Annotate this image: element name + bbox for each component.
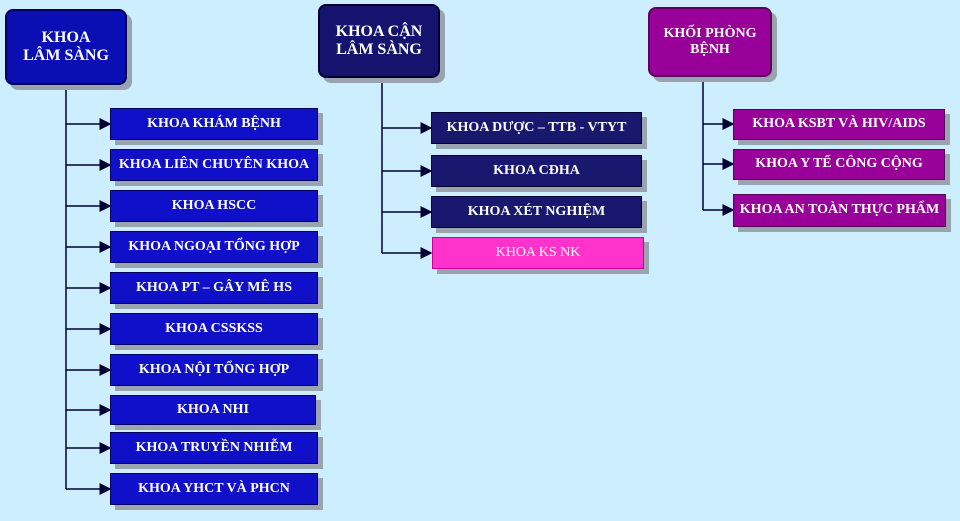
- dept-truyen-nhiem: KHOA TRUYỀN NHIỄM: [110, 432, 318, 464]
- dept-duoc-ttb-vtyt: KHOA DƯỢC – TTB - VTYT: [431, 112, 642, 144]
- dept-ksbt-hiv-aids: KHOA KSBT VÀ HIV/AIDS: [733, 109, 945, 140]
- dept-hscc: KHOA HSCC: [110, 190, 318, 222]
- dept-ks-nk: KHOA KS NK: [432, 237, 644, 269]
- head-prevention: KHỐI PHÒNG BỆNH: [648, 7, 772, 77]
- dept-noi-tong-hop: KHOA NỘI TỔNG HỢP: [110, 354, 318, 386]
- dept-y-te-cong-cong: KHOA Y TẾ CÔNG CỘNG: [733, 149, 945, 180]
- dept-csskss: KHOA CSSKSS: [110, 313, 318, 345]
- dept-an-toan-thuc-pham: KHOA AN TOÀN THỰC PHẨM: [733, 194, 946, 227]
- head-paraclinical: KHOA CẬN LÂM SÀNG: [318, 4, 440, 78]
- dept-yhct-phcn: KHOA YHCT VÀ PHCN: [110, 473, 318, 505]
- dept-ngoai-tong-hop: KHOA NGOẠI TỔNG HỢP: [110, 231, 318, 263]
- dept-cdha: KHOA CĐHA: [431, 155, 642, 187]
- dept-pt-gay-me: KHOA PT – GÂY MÊ HS: [110, 272, 318, 304]
- dept-lien-chuyen-khoa: KHOA LIÊN CHUYÊN KHOA: [110, 149, 318, 181]
- dept-kham-benh: KHOA KHÁM BỆNH: [110, 108, 318, 140]
- head-clinical: KHOA LÂM SÀNG: [5, 9, 127, 85]
- dept-nhi: KHOA NHI: [110, 395, 316, 425]
- dept-xet-nghiem: KHOA XÉT NGHIỆM: [431, 196, 642, 228]
